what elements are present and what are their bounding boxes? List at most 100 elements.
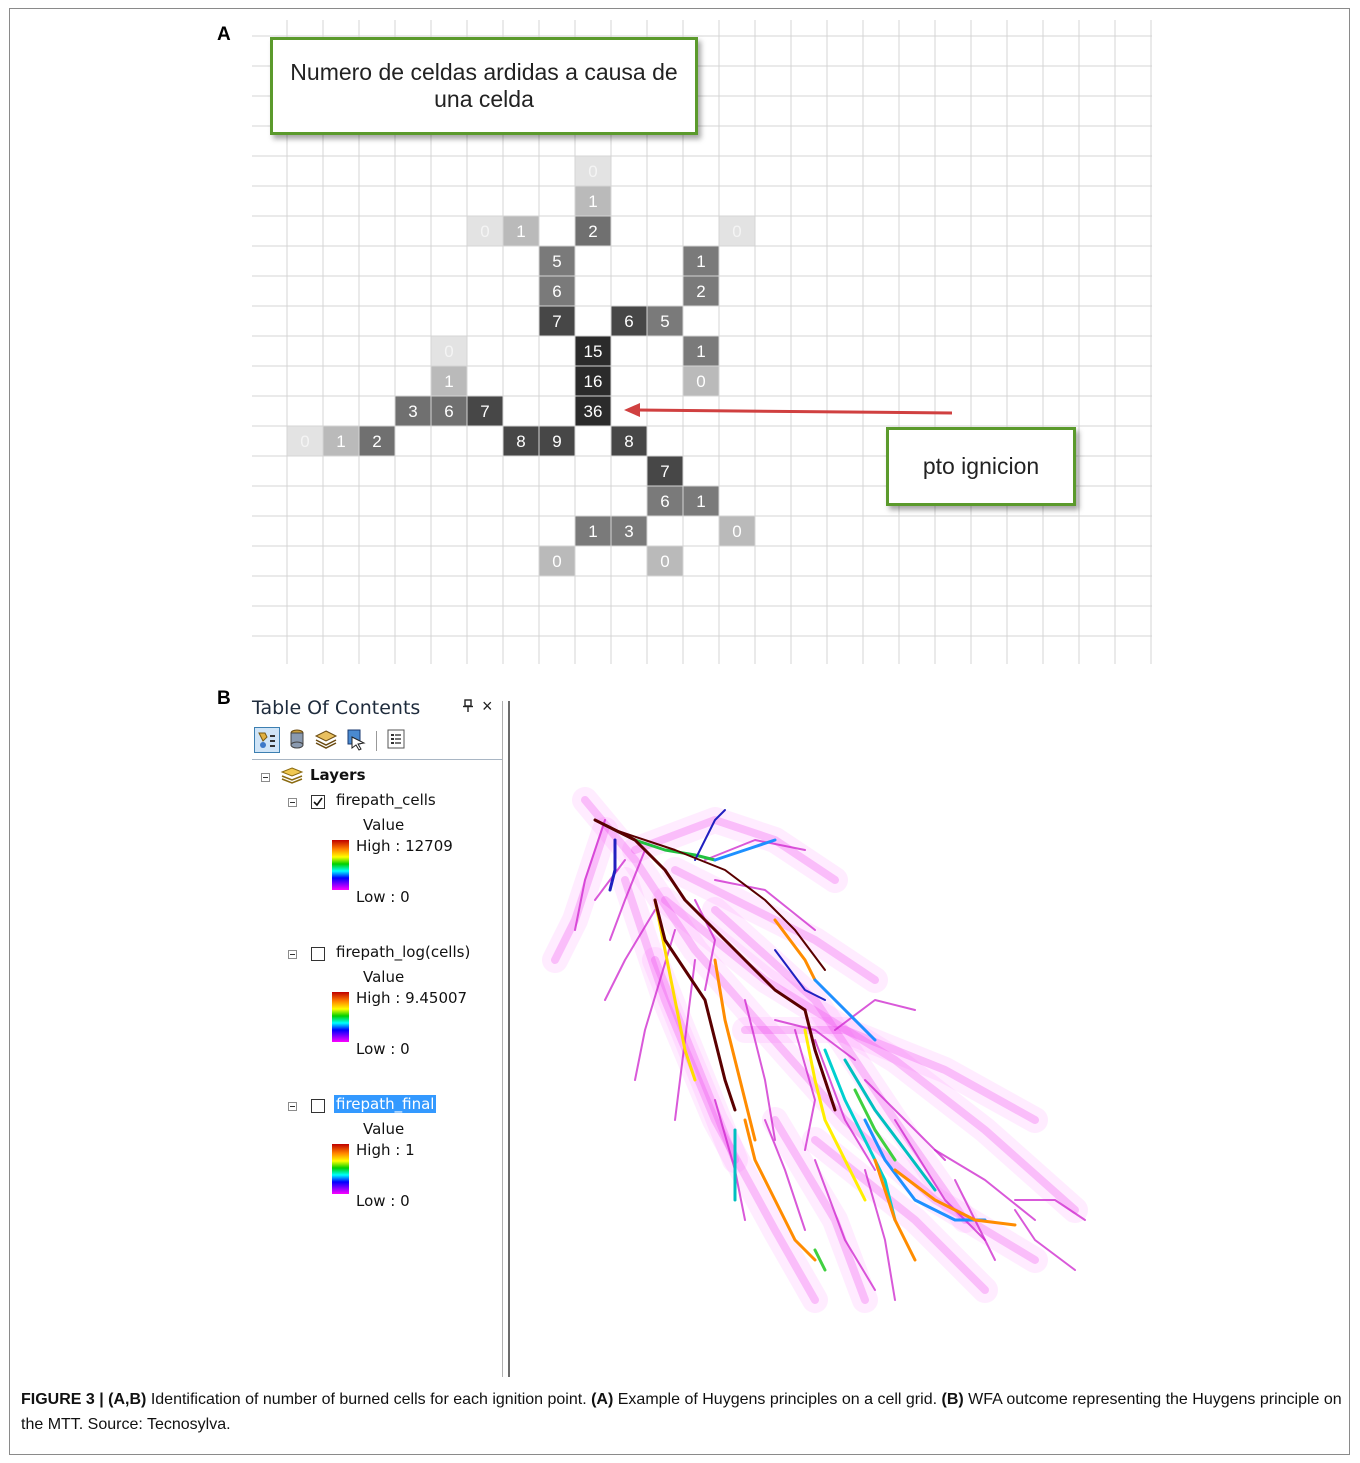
spread-branch xyxy=(1014,1199,1086,1221)
title-callout-box: Numero de celdas ardidas a causa de una … xyxy=(270,37,698,135)
layers-root-label[interactable]: Layers xyxy=(310,766,366,784)
burned-cell xyxy=(647,456,683,486)
ignition-arrow xyxy=(636,408,953,415)
burned-cell xyxy=(683,486,719,516)
spread-branch xyxy=(1014,1209,1076,1271)
cell-count-label: 2 xyxy=(372,432,381,451)
cell-count-label: 1 xyxy=(588,192,597,211)
table-of-contents-panel: Table Of Contents × Layers xyxy=(252,696,510,1377)
spread-halo xyxy=(622,807,848,893)
cell-count-label: 7 xyxy=(660,462,669,481)
fire-path-branch xyxy=(694,809,726,861)
cell-count-label: 1 xyxy=(444,372,453,391)
fire-path-branch xyxy=(713,838,777,862)
fire-path-branch xyxy=(863,1118,987,1222)
toc-divider xyxy=(502,701,503,1377)
cell-count-label: 36 xyxy=(584,402,603,421)
close-icon[interactable]: × xyxy=(482,696,493,716)
fire-path-branch xyxy=(713,958,757,1142)
burned-cell xyxy=(431,366,467,396)
cell-count-label: 0 xyxy=(552,552,561,571)
cell-count-label: 8 xyxy=(516,432,525,451)
layer-name[interactable]: firepath_cells xyxy=(336,791,436,809)
fire-path-branch xyxy=(843,1058,937,1192)
spread-branch xyxy=(694,899,716,991)
spread-branch xyxy=(814,1159,876,1291)
color-ramp-swatch xyxy=(332,840,349,890)
cell-count-label: 2 xyxy=(588,222,597,241)
cell-count-label: 0 xyxy=(696,372,705,391)
burned-cell xyxy=(683,246,719,276)
caption-text-1: Identification of number of burned cells… xyxy=(146,1391,592,1408)
burned-cell xyxy=(467,396,503,426)
burned-cell xyxy=(647,306,683,336)
figure-frame xyxy=(9,8,1350,1455)
cell-count-label: 1 xyxy=(516,222,525,241)
cell-count-label: 0 xyxy=(444,342,453,361)
spread-branch xyxy=(894,1119,986,1241)
toc-toolbar xyxy=(252,725,502,757)
fire-path-branch xyxy=(893,1168,1017,1227)
collapse-layers-icon[interactable] xyxy=(261,773,270,782)
spread-branch xyxy=(594,859,626,901)
legend-field-label: Value xyxy=(363,816,405,834)
cell-count-label: 0 xyxy=(660,552,669,571)
legend-low-label: Low : 0 xyxy=(356,1192,410,1210)
list-by-visibility-icon[interactable] xyxy=(314,727,340,753)
layer-name-selected[interactable]: firepath_final xyxy=(334,1095,437,1113)
spread-branch xyxy=(774,1019,856,1061)
ignition-arrow-head xyxy=(624,403,640,417)
fire-path-branch xyxy=(653,898,697,1082)
burned-cell xyxy=(575,216,611,246)
cell-count-label: 0 xyxy=(732,222,741,241)
figure-caption: FIGURE 3 | (A,B) Identification of numbe… xyxy=(21,1387,1343,1437)
fire-path-branch xyxy=(743,1118,817,1262)
spread-halo xyxy=(621,876,819,1304)
pin-icon[interactable] xyxy=(463,699,473,716)
toc-splitter[interactable] xyxy=(508,701,510,1377)
cell-count-label: 7 xyxy=(552,312,561,331)
burned-cell xyxy=(575,156,611,186)
layer-visibility-checkbox[interactable] xyxy=(311,795,325,809)
collapse-layer-icon[interactable] xyxy=(288,798,297,807)
legend-high-label: High : 12709 xyxy=(356,837,453,855)
fire-path-branch xyxy=(773,918,817,982)
fire-path-trunk xyxy=(614,829,826,971)
fire-path-trunk xyxy=(653,898,737,1112)
list-by-drawing-order-icon[interactable] xyxy=(254,727,280,753)
cell-count-label: 1 xyxy=(336,432,345,451)
burned-cell xyxy=(575,366,611,396)
options-icon[interactable] xyxy=(384,727,410,753)
legend-field-label: Value xyxy=(363,968,405,986)
burned-cell xyxy=(539,246,575,276)
spread-halo xyxy=(631,816,839,884)
burned-cell xyxy=(647,546,683,576)
list-by-selection-icon[interactable] xyxy=(344,727,370,753)
cell-count-label: 8 xyxy=(624,432,633,451)
layer-visibility-checkbox[interactable] xyxy=(311,947,325,961)
fire-path-branch xyxy=(803,1028,867,1202)
fire-path-branch xyxy=(853,1088,897,1162)
spread-halo xyxy=(762,1107,878,1313)
burned-cell xyxy=(611,426,647,456)
layer-visibility-checkbox[interactable] xyxy=(311,1099,325,1113)
spread-branch xyxy=(604,909,656,1001)
list-by-source-icon[interactable] xyxy=(285,727,311,753)
burned-cell xyxy=(683,276,719,306)
layer-name[interactable]: firepath_log(cells) xyxy=(336,943,471,961)
cell-count-label: 1 xyxy=(696,252,705,271)
spread-branch xyxy=(764,1119,806,1231)
cell-count-label: 16 xyxy=(584,372,603,391)
collapse-layer-icon[interactable] xyxy=(288,1102,297,1111)
burned-cell xyxy=(395,396,431,426)
ignition-point-callout-box: pto ignicion xyxy=(886,427,1076,506)
layers-icon xyxy=(280,766,304,791)
fire-path-branch xyxy=(823,1048,897,1222)
caption-text-2: Example of Huygens principles on a cell … xyxy=(613,1391,942,1408)
cell-count-label: 2 xyxy=(696,282,705,301)
burned-cell xyxy=(503,426,539,456)
spread-branch xyxy=(794,1029,816,1151)
spread-halo xyxy=(661,896,1079,1214)
burned-cell xyxy=(575,516,611,546)
collapse-layer-icon[interactable] xyxy=(288,950,297,959)
